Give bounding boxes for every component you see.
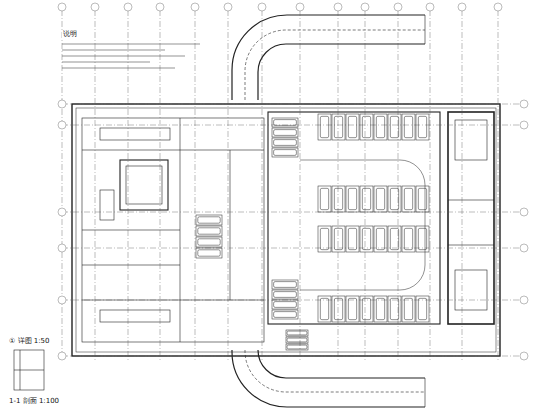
- plan-label: 1-1 剖面 1:100: [8, 398, 60, 406]
- plan-label: 说明: [62, 31, 78, 39]
- plan-label: ① 详图 1:50: [8, 338, 50, 346]
